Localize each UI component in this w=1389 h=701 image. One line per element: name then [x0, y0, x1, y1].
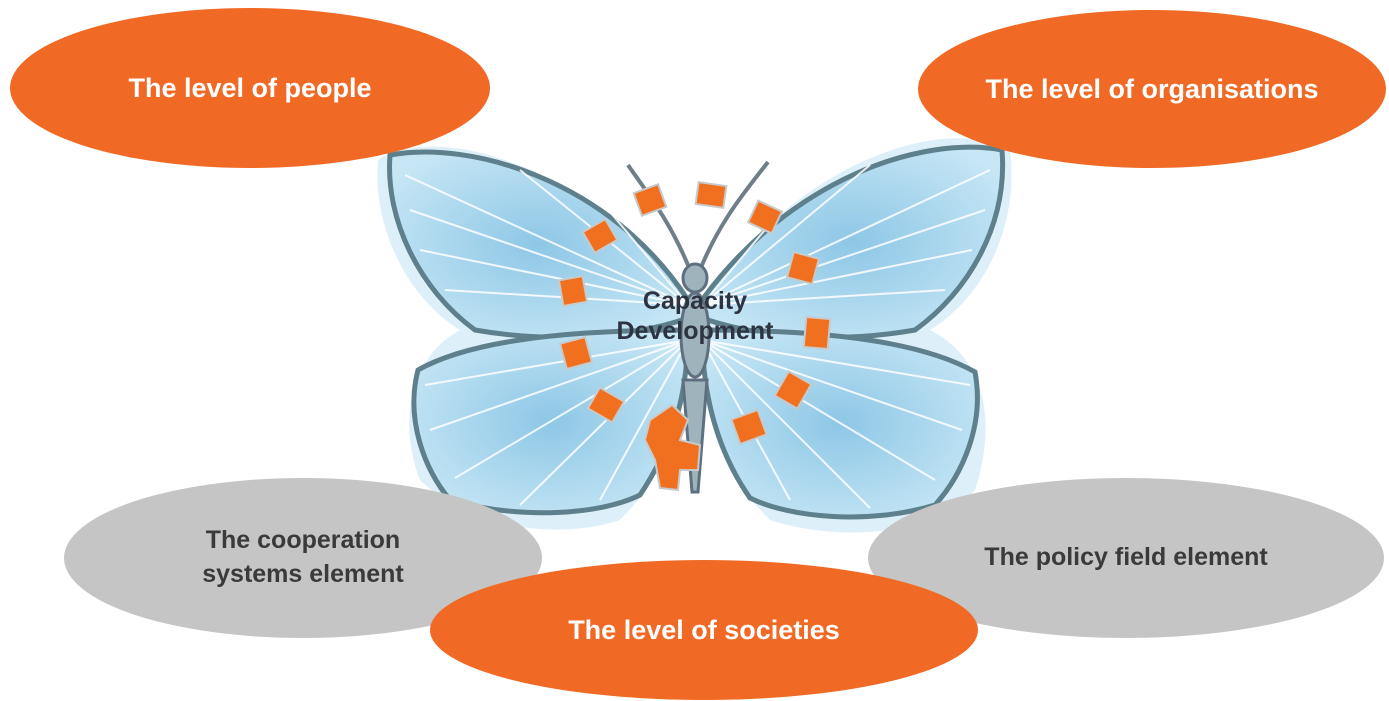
level-of-organisations-ellipse: The level of organisations: [918, 10, 1386, 168]
level-of-people-ellipse: The level of people: [10, 8, 490, 168]
level-of-societies-label: The level of societies: [568, 614, 840, 645]
policy-field-label: The policy field element: [984, 543, 1268, 572]
cooperation-systems-label: The cooperation systems element: [202, 524, 404, 592]
capacity-development-title: Capacity Development: [560, 286, 830, 346]
cooperation-line-2: systems element: [202, 560, 404, 588]
wing-veins: [404, 164, 991, 509]
center-line-2: Development: [616, 317, 774, 345]
level-of-organisations-label: The level of organisations: [985, 73, 1319, 104]
center-line-1: Capacity: [642, 287, 748, 315]
cooperation-line-1: The cooperation: [205, 526, 401, 555]
orange-markers: [557, 181, 832, 492]
level-of-societies-ellipse: The level of societies: [430, 560, 978, 700]
level-of-people-label: The level of people: [128, 72, 372, 103]
